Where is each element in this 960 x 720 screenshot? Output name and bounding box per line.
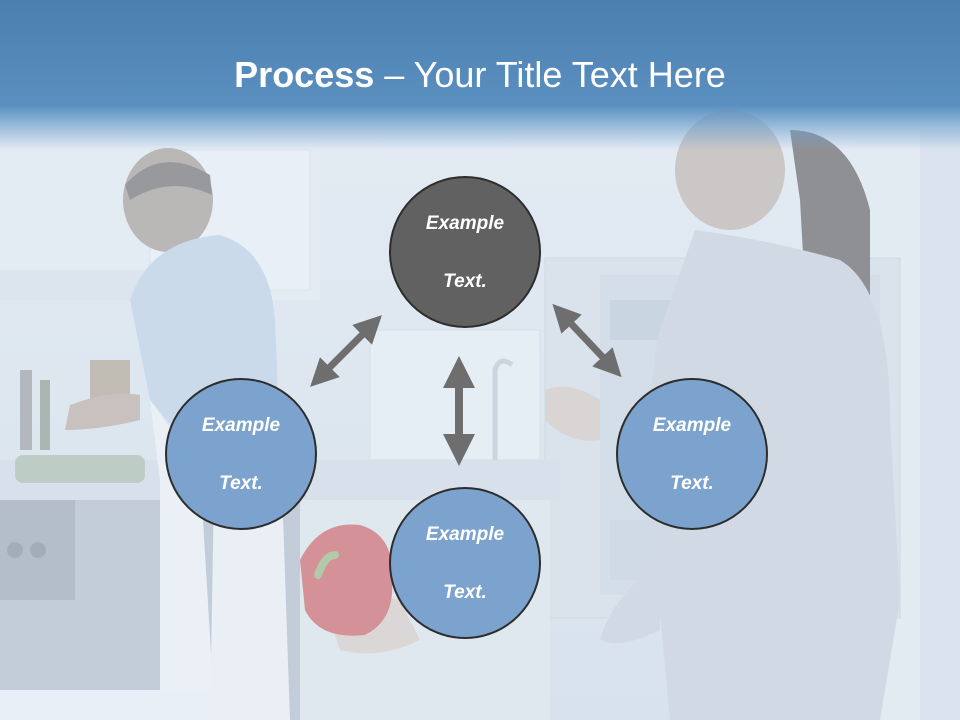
header-band bbox=[0, 0, 960, 150]
arrow-top-left bbox=[310, 315, 382, 387]
node-right-line2: Text. bbox=[670, 472, 714, 494]
node-bottom-line1: Example bbox=[425, 523, 505, 545]
node-top-line2: Text. bbox=[443, 270, 487, 292]
arrow-top-right bbox=[552, 303, 622, 378]
slide-title: Process – Your Title Text Here bbox=[0, 50, 960, 100]
title-bold-word: Process bbox=[234, 54, 375, 95]
node-top-line1: Example bbox=[425, 212, 505, 234]
node-right-line1: Example bbox=[652, 414, 732, 436]
title-rest: – Your Title Text Here bbox=[374, 54, 726, 95]
node-left-line1: Example bbox=[201, 414, 281, 436]
node-left-line2: Text. bbox=[219, 472, 263, 494]
node-bottom-line2: Text. bbox=[443, 581, 487, 603]
